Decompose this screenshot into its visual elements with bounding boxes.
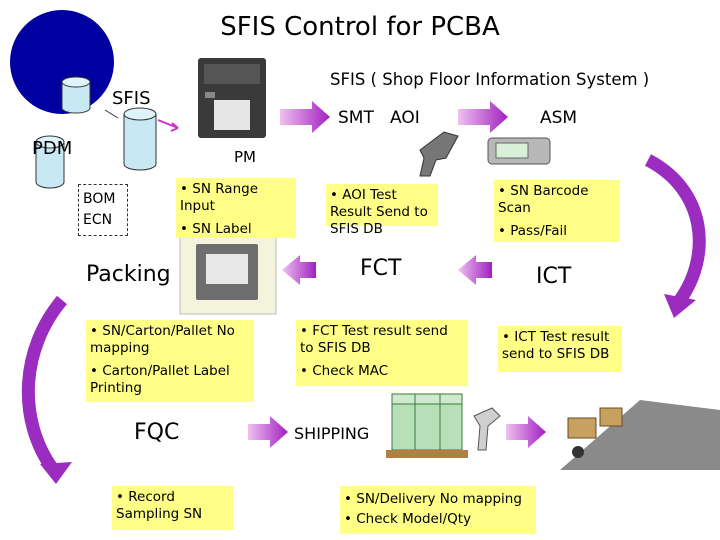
arrow-fct-to-packing (282, 255, 316, 285)
arrow-printer-to-smt (280, 101, 330, 133)
fqc-note-1: • Record Sampling SN (116, 489, 203, 522)
arrow-ict-to-fct (458, 255, 492, 285)
pm-note-1: • SN Range Input (180, 181, 259, 214)
asm-note-1: • SN Barcode Scan (498, 183, 589, 216)
label-printer-icon (198, 58, 266, 138)
subtitle: SFIS ( Shop Floor Information System ) (330, 70, 650, 89)
curved-arrow-asm-to-ict (644, 154, 706, 304)
ecn-label: ECN (83, 212, 113, 228)
asm-device-icon (487, 137, 551, 165)
sfis-to-db-arrow (104, 109, 119, 119)
arrow-fqc-to-shipping (248, 416, 288, 448)
shipping-note: • SN/Delivery No mapping • Check Model/Q… (340, 486, 536, 534)
arrow-shipping-goods (506, 416, 546, 448)
sfis-database-icon (123, 107, 157, 171)
pm-note-2: • SN Label Printing (180, 221, 252, 237)
sfis-label: SFIS (112, 88, 151, 109)
aoi-note-1: • AOI Test Result Send to SFIS DB (330, 187, 428, 237)
shipping-warehouse-icon (560, 400, 720, 470)
bom-ecn-box: BOM ECN (78, 184, 128, 236)
db-to-printer-arrow (157, 119, 179, 132)
bom-label: BOM (83, 191, 116, 207)
fct-note: • FCT Test result send to SFIS DB • Chec… (296, 320, 468, 386)
fct-note-1: • FCT Test result send to SFIS DB (300, 323, 448, 356)
packing-note: • SN/Carton/Pallet No mapping • Carton/P… (86, 320, 254, 402)
pm-label: PM (234, 148, 256, 166)
shipping-note-1: • SN/Delivery No mapping (344, 491, 522, 507)
asm-note-2: • Pass/Fail (498, 223, 567, 239)
asm-label: ASM (540, 108, 578, 128)
packing-printer-icon (179, 233, 277, 315)
ict-note-1: • ICT Test result send to SFIS DB (502, 329, 610, 362)
smt-aoi-label: SMT AOI (338, 108, 420, 128)
barcode-scanner-icon (419, 131, 459, 177)
fqc-label: FQC (134, 420, 180, 445)
fct-label: FCT (360, 256, 402, 281)
fct-note-2: • Check MAC (300, 363, 389, 379)
arrow-aoi-to-asm (458, 101, 508, 133)
packing-label: Packing (86, 262, 171, 287)
curved-arrow-packing-to-fqc (21, 295, 68, 472)
shipping-note-2: • Check Model/Qty (344, 511, 472, 527)
packing-note-2: • Carton/Pallet Label Printing (90, 363, 230, 396)
fqc-note: • Record Sampling SN (112, 486, 234, 530)
page-title: SFIS Control for PCBA (220, 12, 500, 42)
pm-note: • SN Range Input • SN Label Printing (176, 178, 296, 238)
pallet-goods-icon (386, 393, 468, 458)
sfis-small-database-icon (61, 76, 91, 114)
asm-note: • SN Barcode Scan • Pass/Fail (494, 180, 620, 242)
aoi-note: • AOI Test Result Send to SFIS DB (326, 184, 438, 237)
pdm-database-icon (35, 135, 65, 189)
shipping-label: SHIPPING (294, 424, 370, 443)
handheld-scanner-icon (473, 407, 501, 451)
ict-note: • ICT Test result send to SFIS DB (498, 326, 622, 372)
packing-note-1: • SN/Carton/Pallet No mapping (90, 323, 235, 356)
ict-label: ICT (536, 264, 572, 289)
pdm-label: PDM (32, 138, 73, 159)
